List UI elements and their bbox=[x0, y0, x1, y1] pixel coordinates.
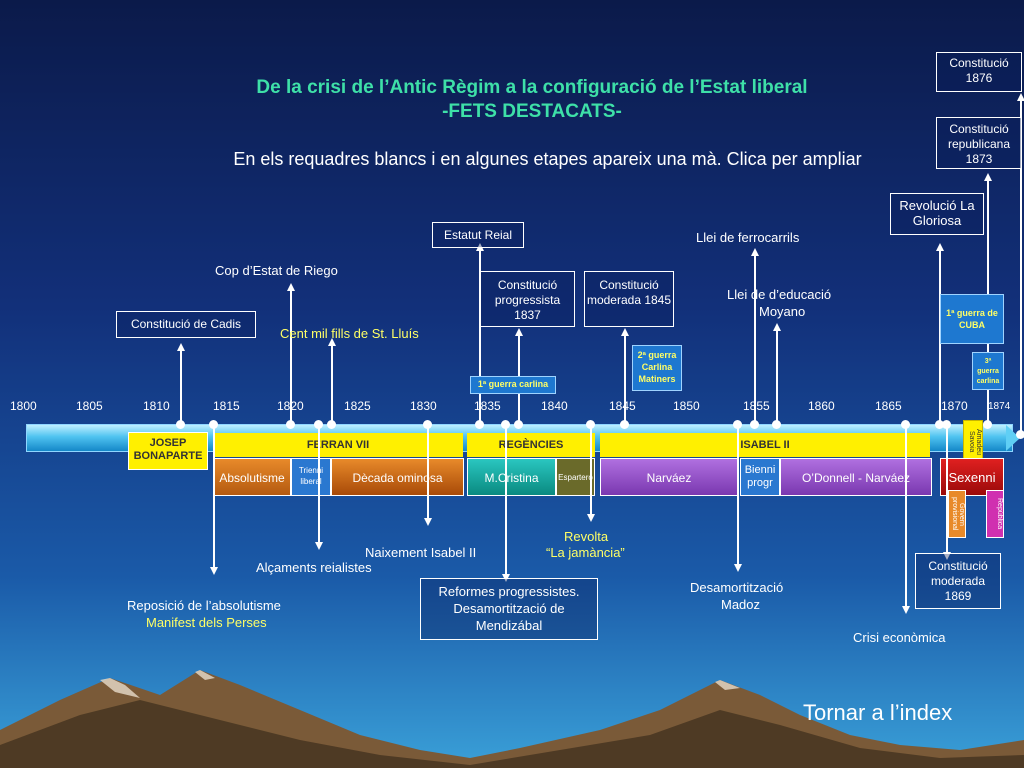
instructions: En els requadres blancs i en algunes eta… bbox=[233, 149, 862, 169]
label-reposicio-absolutisme: Reposició de l’absolutisme bbox=[127, 598, 281, 613]
event-revolucio-gloriosa[interactable]: Revolució La Gloriosa bbox=[890, 193, 984, 235]
label-crisi-economica: Crisi econòmica bbox=[853, 630, 946, 645]
year-label: 1840 bbox=[541, 399, 568, 413]
stage-republica[interactable]: República bbox=[986, 490, 1004, 538]
event-constitucio-1845[interactable]: Constitució moderada 1845 bbox=[584, 271, 674, 327]
label-llei-educacio: Llei de d’educació bbox=[727, 287, 832, 302]
label-cop-estat-riego: Cop d’Estat de Riego bbox=[215, 263, 338, 278]
stage-odonnell-narvaez[interactable]: O’Donnell - Narváez bbox=[780, 458, 932, 496]
reign-amadeu-savoia[interactable]: Amadeu Savoia bbox=[963, 420, 983, 464]
year-label: 1850 bbox=[673, 399, 700, 413]
year-label: 1805 bbox=[76, 399, 103, 413]
stage-sexenni[interactable]: Sexenni bbox=[940, 458, 1004, 496]
year-label: 1860 bbox=[808, 399, 835, 413]
year-label: 1825 bbox=[344, 399, 371, 413]
event-constitucio-cadis[interactable]: Constitució de Cadis bbox=[116, 311, 256, 338]
back-to-index-link[interactable]: Tornar a l’index bbox=[803, 700, 953, 725]
stage-maria-cristina[interactable]: M.Cristina bbox=[467, 458, 556, 496]
stage-narvaez[interactable]: Narváez bbox=[600, 458, 738, 496]
label-revolta: Revolta bbox=[564, 529, 609, 544]
stage-govern-provisional[interactable]: Govern provisional bbox=[948, 490, 966, 538]
year-label: 1800 bbox=[10, 399, 37, 413]
event-constitucio-1873[interactable]: Constitució republicana 1873 bbox=[936, 117, 1022, 169]
event-1a-guerra-carlina[interactable]: 1ª guerra carlina bbox=[470, 376, 556, 394]
year-label: 1870 bbox=[941, 399, 968, 413]
stage-absolutisme[interactable]: Absolutisme bbox=[213, 458, 291, 496]
year-label: 1874 bbox=[988, 401, 1011, 412]
mountains-illustration bbox=[0, 670, 1024, 768]
event-constitucio-1869[interactable]: Constitució moderada 1869 bbox=[915, 553, 1001, 609]
label-madoz: Madoz bbox=[721, 597, 761, 612]
label-llei-ferrocarrils: Llei de ferrocarrils bbox=[696, 230, 800, 245]
event-constitucio-1876[interactable]: Constitució 1876 bbox=[936, 52, 1022, 92]
label-naixement-isabel: Naixement Isabel II bbox=[365, 545, 477, 560]
event-2a-guerra-carlina[interactable]: 2ª guerra Carlina Matiners bbox=[632, 345, 682, 391]
label-cent-mil-fills: Cent mil fills de St. Lluís bbox=[280, 326, 419, 341]
label-alcaments-reialistes: Alçaments reialistes bbox=[256, 560, 372, 575]
label-manifest-perses: Manifest dels Perses bbox=[146, 615, 267, 630]
event-estatut-reial[interactable]: Estatut Reial bbox=[432, 222, 524, 248]
stage-bienni-progressista[interactable]: Bienni progr bbox=[740, 458, 780, 496]
year-label: 1830 bbox=[410, 399, 437, 413]
label-jamancia: “La jamància” bbox=[546, 545, 625, 560]
label-desamortitzacio: Desamortització bbox=[690, 580, 784, 595]
event-constitucio-1837[interactable]: Constitució progressista 1837 bbox=[480, 271, 575, 327]
year-label: 1835 bbox=[474, 399, 501, 413]
reign-josep-bonaparte[interactable]: JOSEP BONAPARTE bbox=[128, 432, 208, 470]
stage-trienni-liberal[interactable]: Trienni liberal bbox=[291, 458, 331, 496]
event-1a-guerra-cuba[interactable]: 1ª guerra de CUBA bbox=[940, 294, 1004, 344]
year-label: 1855 bbox=[743, 399, 770, 413]
reign-isabel-ii[interactable]: ISABEL II bbox=[600, 433, 930, 457]
stage-decada-ominosa[interactable]: Dècada ominosa bbox=[331, 458, 464, 496]
year-label: 1815 bbox=[213, 399, 240, 413]
year-label: 1845 bbox=[609, 399, 636, 413]
year-label: 1865 bbox=[875, 399, 902, 413]
page-title-sub: -FETS DESTACATS- bbox=[442, 101, 622, 122]
reign-ferran-vii[interactable]: FERRAN VII bbox=[213, 433, 463, 457]
reign-regencies[interactable]: REGÈNCIES bbox=[467, 433, 595, 457]
stage-espartero[interactable]: Espartero bbox=[556, 458, 595, 496]
page-title: De la crisi de l’Antic Règim a la config… bbox=[256, 77, 808, 98]
event-reformes-progressistes[interactable]: Reformes progressistes. Desamortització … bbox=[420, 578, 598, 640]
event-3a-guerra-carlina[interactable]: 3ª guerra carlina bbox=[972, 352, 1004, 390]
label-llei-moyano: Moyano bbox=[759, 304, 806, 319]
year-label: 1810 bbox=[143, 399, 170, 413]
